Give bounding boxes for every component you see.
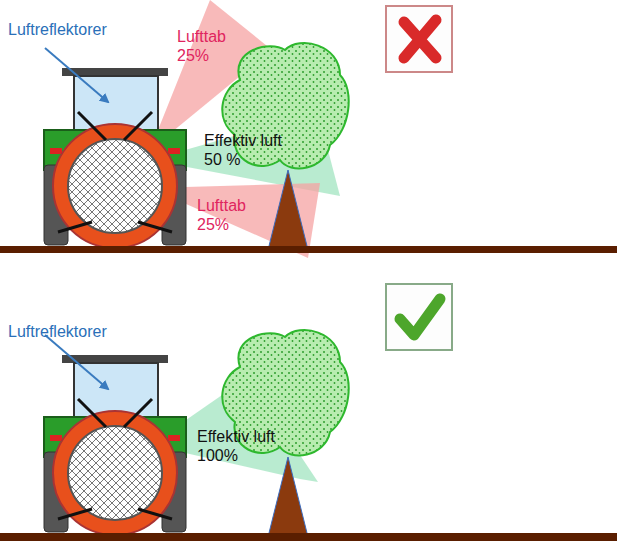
loss-label: Lufttab 25%	[197, 196, 259, 234]
loss-label: Lufttab 25%	[177, 27, 239, 65]
part-label: Luftreflektorer	[8, 322, 168, 341]
part-label: Luftreflektorer	[8, 20, 168, 39]
effective-label: Effektiv luft 100%	[197, 427, 293, 465]
effective-label: Effektiv luft 50 %	[204, 131, 300, 169]
